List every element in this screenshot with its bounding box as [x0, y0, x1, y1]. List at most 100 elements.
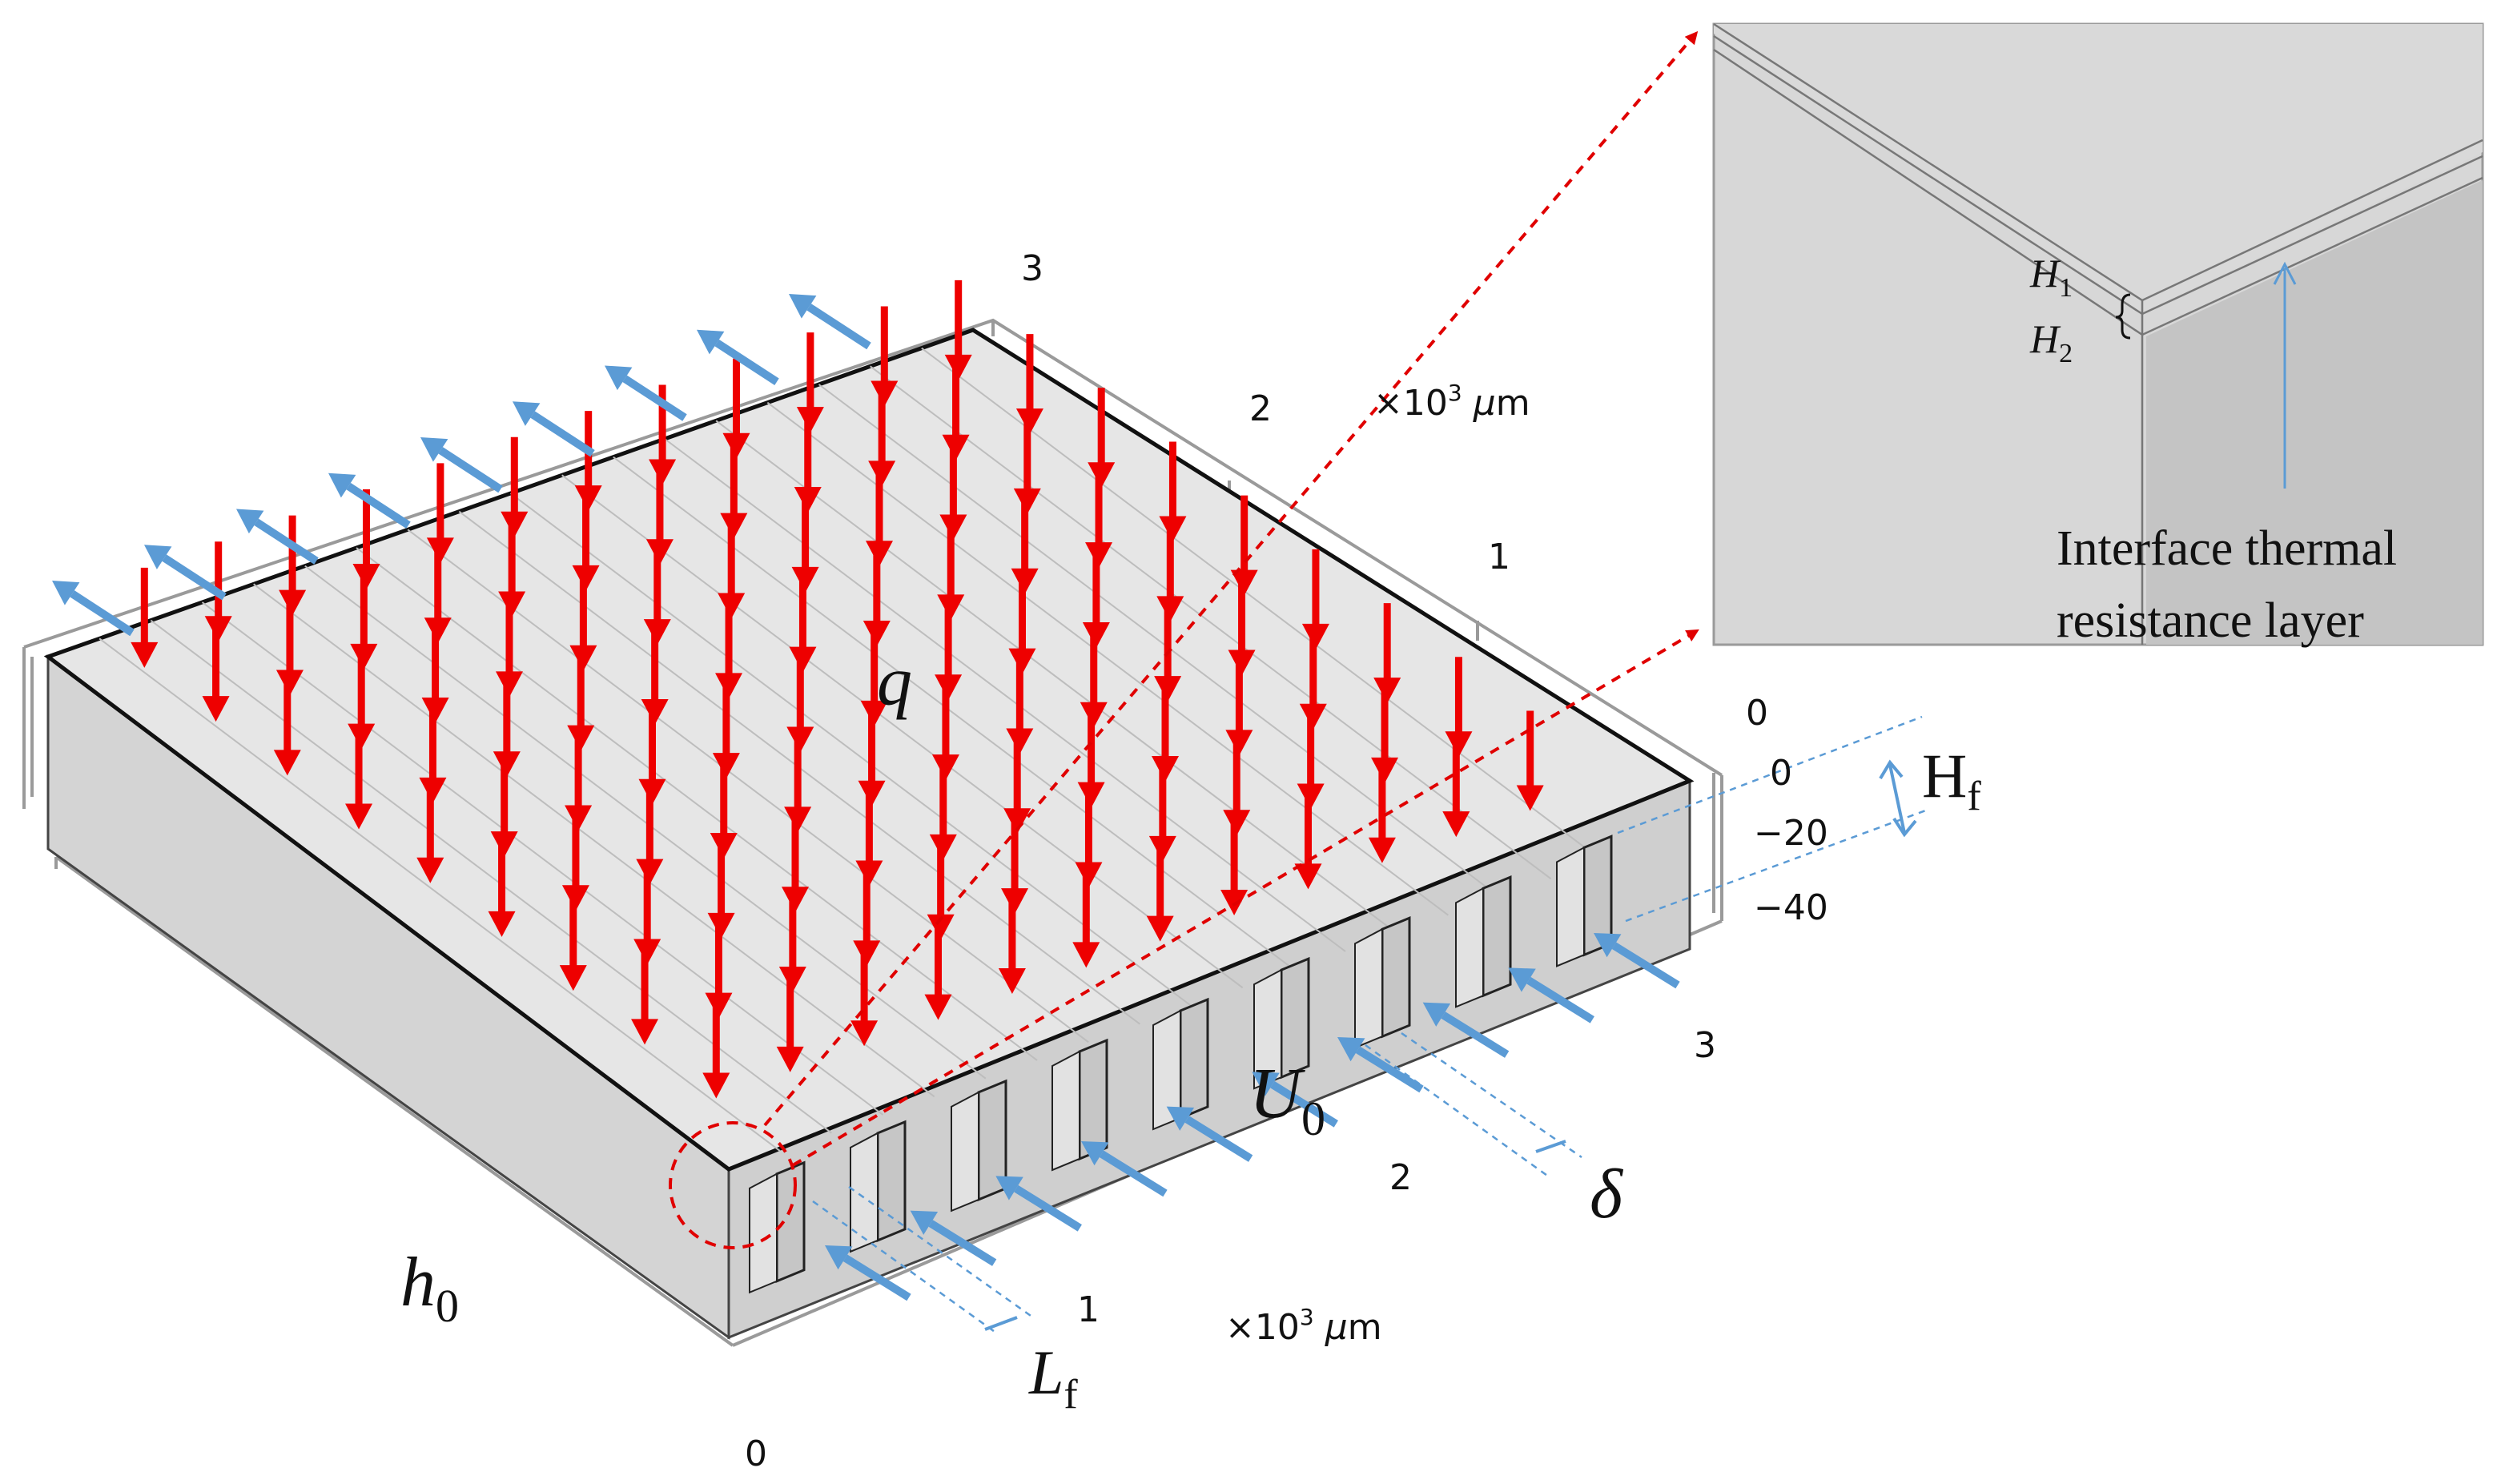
- fin-length-label: Lf: [1028, 1337, 1078, 1418]
- coolant-outlet-arrow: [697, 329, 779, 385]
- channel-line: [99, 637, 781, 1152]
- coolant-inlet-arrow: [1508, 967, 1594, 1024]
- coolant-outlet-arrow: [513, 401, 595, 457]
- heat-flux-arrow: [488, 836, 516, 937]
- channel-line: [253, 583, 935, 1098]
- zoom-line-upper: [763, 30, 1699, 1127]
- fin-side: [1455, 887, 1484, 1008]
- heat-flux-arrow: [850, 946, 879, 1047]
- coolant-outlet-arrow: [420, 437, 503, 493]
- heat-flux-arrow: [345, 729, 373, 830]
- fin-side: [850, 1132, 879, 1253]
- fin-array: [749, 834, 1613, 1294]
- heat-flux-label: q: [877, 643, 912, 721]
- coolant-inlet-arrow: [1422, 1002, 1510, 1058]
- axis-tick-labels: 0 1 2 3 0 1 2 3 0 −20 −40: [745, 248, 1828, 1474]
- channel-line: [561, 474, 1244, 989]
- heat-flux-arrow: [416, 782, 444, 883]
- coolant-inlet-arrow: [1166, 1106, 1253, 1162]
- fin-side: [1051, 1050, 1080, 1172]
- channel-line: [407, 529, 1089, 1044]
- fin-side: [1354, 927, 1383, 1049]
- fin: [1179, 997, 1209, 1120]
- coolant-inlet-arrows: [825, 933, 1680, 1301]
- fin-side: [951, 1091, 979, 1213]
- coolant-inlet-arrow: [1337, 1037, 1424, 1093]
- heat-flux-arrow: [202, 621, 230, 722]
- x-tick-1: 1: [1077, 1289, 1100, 1330]
- channel-line: [870, 365, 1552, 880]
- z-tick-20: −20: [1754, 813, 1828, 854]
- zoom-circle: [669, 1121, 797, 1249]
- x-tick-3: 3: [1694, 1025, 1716, 1066]
- inset-note-line2: resistance layer: [2057, 593, 2364, 648]
- coolant-outlet-arrow: [605, 365, 687, 421]
- heat-flux-arrows: [131, 280, 1544, 1099]
- heat-flux-arrow: [1072, 867, 1100, 968]
- heat-flux-arrow: [631, 944, 659, 1045]
- coolant-outlet-arrow: [789, 294, 871, 350]
- channel-line: [356, 547, 1038, 1061]
- channel-line: [921, 347, 1603, 862]
- channel-line: [715, 420, 1397, 935]
- heat-flux-arrow: [702, 998, 730, 1099]
- heat-transfer-coeff-label: h0: [400, 1244, 459, 1332]
- coolant-inlet-arrow: [825, 1245, 911, 1301]
- coolant-outlet-arrows: [52, 294, 871, 637]
- coolant-inlet-arrow: [1252, 1072, 1338, 1128]
- inset-side-face: [2146, 180, 2483, 645]
- heat-flux-arrow: [924, 919, 952, 1020]
- heat-flux-arrow: [131, 567, 159, 668]
- heat-flux-arrow: [273, 675, 301, 776]
- coolant-inlet-arrow: [995, 1176, 1082, 1232]
- channel-line: [818, 384, 1501, 898]
- x-tick-2: 2: [1389, 1157, 1412, 1198]
- coolant-outlet-arrow: [328, 473, 411, 529]
- channel-line: [304, 565, 987, 1080]
- fin-side: [1253, 968, 1282, 1090]
- coolant-outlet-arrow: [52, 581, 135, 637]
- inset-top-face: [1714, 24, 2483, 312]
- channel-line: [613, 456, 1295, 971]
- channel-line: [201, 601, 884, 1116]
- heat-flux-arrow: [559, 891, 587, 991]
- gap-width-label: δ: [1590, 1156, 1624, 1233]
- fin: [1078, 1038, 1108, 1161]
- inset-note-line1: Interface thermal: [2057, 521, 2397, 576]
- x-tick-0: 0: [745, 1434, 767, 1474]
- heat-flux-arrow: [1294, 789, 1322, 890]
- dimension-guides: [812, 715, 1931, 1335]
- fin: [1381, 915, 1411, 1039]
- z-tick-0: 0: [1770, 753, 1792, 794]
- coolant-outlet-arrow: [144, 545, 227, 601]
- channel-line: [509, 493, 1192, 1007]
- coolant-inlet-arrow: [1081, 1141, 1168, 1197]
- heat-flux-arrow: [1442, 737, 1470, 838]
- h-brace: [2115, 293, 2131, 340]
- y-tick-0: 0: [1746, 693, 1768, 734]
- fin-side: [749, 1172, 778, 1294]
- inset-zoom-view: H1 H2: [1712, 22, 2484, 646]
- fin-side: [1556, 846, 1585, 967]
- dimension-arrows: [984, 759, 1917, 1331]
- heat-flux-arrow: [1516, 710, 1544, 811]
- h2-label: H2: [2029, 316, 2073, 368]
- fin: [775, 1160, 806, 1283]
- coolant-outlet-arrow: [236, 509, 319, 565]
- zoom-marker: [669, 30, 1699, 1249]
- heat-flux-arrow: [1146, 841, 1174, 942]
- heat-flux-arrow: [1368, 762, 1396, 863]
- z-tick-40: −40: [1754, 887, 1828, 928]
- zoom-line-lower: [791, 629, 1699, 1167]
- y-tick-1: 1: [1488, 537, 1510, 577]
- h1-label: H1: [2029, 251, 2073, 303]
- heat-flux-arrow: [776, 971, 804, 1072]
- inlet-velocity-label: U0: [1249, 1054, 1325, 1145]
- fin: [1482, 875, 1512, 998]
- fin-height-label: Hf: [1922, 741, 1981, 819]
- coolant-inlet-arrow: [910, 1210, 997, 1266]
- y-tick-2: 2: [1249, 388, 1272, 429]
